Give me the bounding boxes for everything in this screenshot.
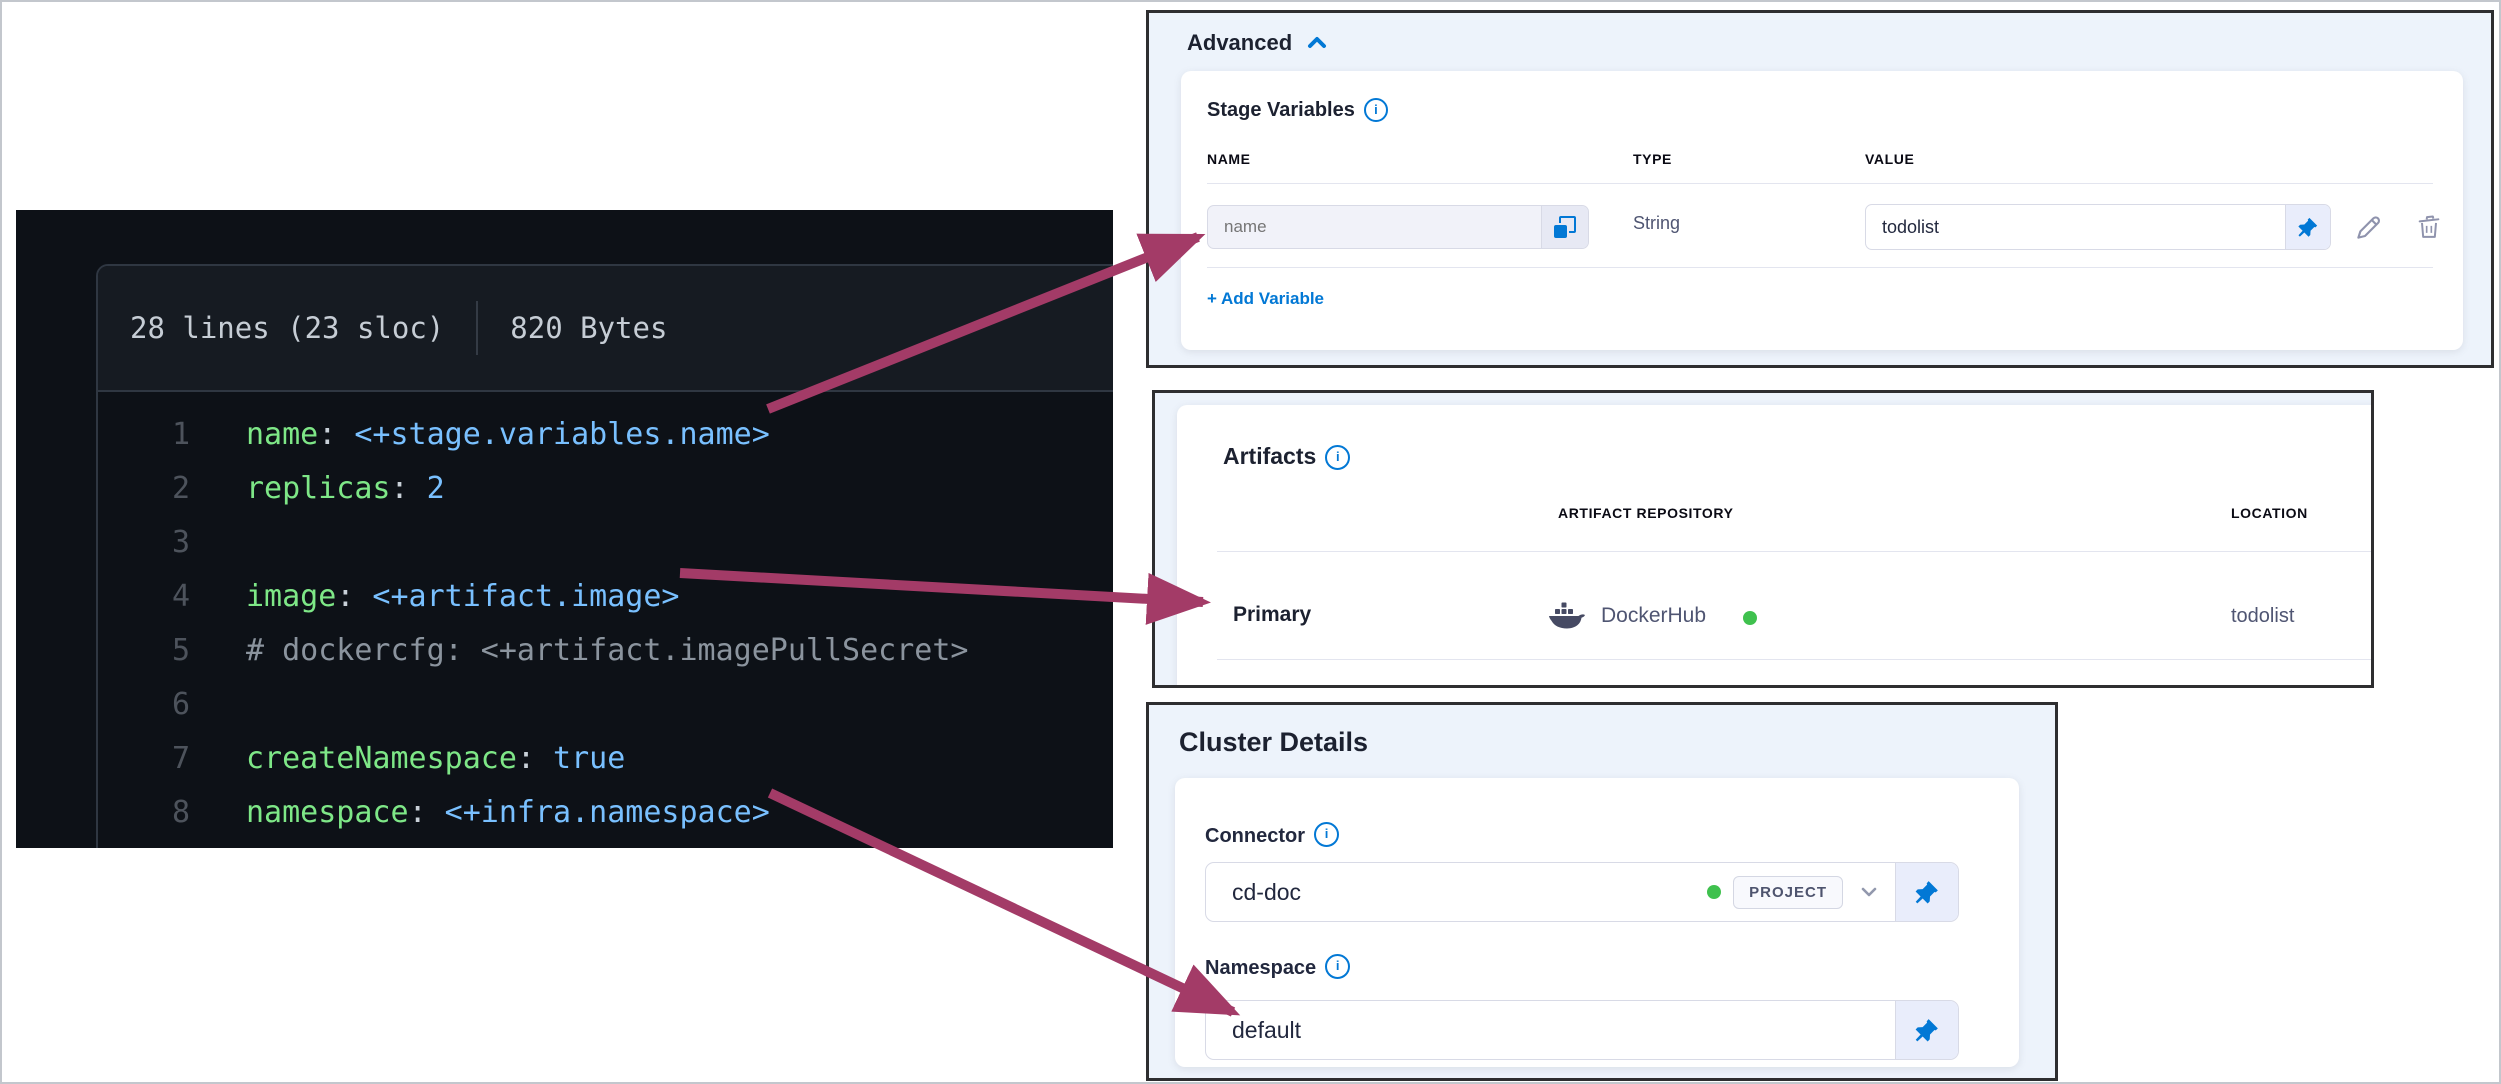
artifacts-title: Artifacts	[1223, 443, 1317, 469]
table-divider-top	[1207, 183, 2433, 184]
pencil-icon	[2357, 216, 2380, 239]
variable-value-input-group	[1865, 204, 2331, 250]
line-number: 7	[171, 741, 190, 776]
chevron-down-icon	[1861, 887, 1877, 897]
column-header-value: VALUE	[1865, 151, 1915, 167]
artifact-location: todolist	[2231, 605, 2295, 627]
code-lines: 1 name: <+stage.variables.name> 2 replicas:…	[98, 392, 1113, 848]
artifacts-card: Artifacts ARTIFACT REPOSITORY LOCATION P…	[1177, 405, 2371, 685]
pin-icon	[1915, 1019, 1938, 1042]
pin-icon	[1915, 881, 1938, 904]
code-line: 8 namespace: <+infra.namespace>	[98, 786, 1113, 840]
connector-label: Connector	[1205, 824, 1305, 847]
code-line: 7 createNamespace: true	[98, 732, 1113, 786]
column-header-type: TYPE	[1633, 151, 1672, 167]
namespace-input[interactable]	[1206, 1016, 1895, 1044]
line-content	[190, 840, 246, 848]
line-number: 6	[171, 687, 190, 722]
chevron-up-icon	[1308, 37, 1327, 48]
line-content: createNamespace: true	[246, 741, 626, 776]
trash-icon	[2418, 215, 2440, 238]
line-number: 4	[171, 579, 190, 614]
copy-icon	[1553, 215, 1577, 239]
copy-button[interactable]	[1541, 206, 1588, 248]
line-number: 9	[98, 840, 190, 848]
artifacts-divider-bottom	[1217, 659, 2371, 660]
docker-whale-icon	[1549, 602, 1585, 629]
stage-variables-info-icon[interactable]	[1363, 97, 1388, 122]
line-content: namespace: <+infra.namespace>	[246, 795, 770, 830]
artifacts-divider-top	[1217, 551, 2371, 552]
line-number: 8	[171, 795, 190, 830]
variable-type-text: String	[1633, 213, 1681, 233]
file-size-info: 820 Bytes	[510, 311, 668, 345]
advanced-title: Advanced	[1187, 30, 1293, 55]
line-content: name: <+stage.variables.name>	[246, 417, 770, 452]
pin-icon	[2298, 217, 2318, 237]
pin-button[interactable]	[2285, 205, 2330, 249]
delete-button[interactable]	[2411, 209, 2447, 245]
file-header: 28 lines (23 sloc) 820 Bytes	[98, 266, 1113, 392]
connector-input[interactable]	[1206, 878, 1704, 906]
file-lines-info: 28 lines (23 sloc)	[130, 311, 445, 345]
connector-status-dot	[1707, 885, 1722, 899]
column-header-artifact-repository: ARTIFACT REPOSITORY	[1558, 505, 1734, 521]
line-number: 5	[171, 633, 190, 668]
line-content: # dockercfg: <+artifact.imagePullSecret>	[246, 633, 969, 668]
code-viewer-panel: 28 lines (23 sloc) 820 Bytes 1 name: <+st…	[16, 210, 1113, 848]
namespace-input-group	[1205, 1000, 1959, 1060]
line-content	[190, 678, 246, 732]
code-line: 9	[98, 840, 1113, 848]
cluster-details-title: Cluster Details	[1179, 727, 1369, 757]
code-line: 4 image: <+artifact.image>	[98, 570, 1113, 624]
artifact-repository-name: DockerHub	[1601, 604, 1707, 627]
cluster-details-panel: Cluster Details Connector PROJECT	[1146, 702, 2058, 1081]
artifacts-info-icon[interactable]	[1325, 445, 1351, 471]
line-content: replicas: 2	[246, 471, 445, 506]
stage-variables-card: Stage Variables NAME TYPE VALUE String	[1181, 71, 2463, 350]
advanced-section-toggle[interactable]: Advanced	[1187, 30, 1330, 56]
header-divider	[476, 301, 479, 355]
line-number: 3	[171, 525, 190, 560]
column-header-location: LOCATION	[2231, 505, 2308, 521]
variable-value-input[interactable]	[1866, 216, 2285, 238]
line-content: image: <+artifact.image>	[246, 579, 680, 614]
cluster-details-card: Connector PROJECT Namespace	[1175, 778, 2019, 1067]
variable-name-input-group	[1207, 205, 1589, 249]
advanced-panel: Advanced Stage Variables NAME TYPE VALUE	[1146, 10, 2494, 368]
code-line: 1 name: <+stage.variables.name>	[98, 408, 1113, 462]
line-number: 1	[171, 417, 190, 452]
line-content	[190, 516, 246, 570]
connector-pin-button[interactable]	[1895, 863, 1958, 921]
connector-scope-badge[interactable]: PROJECT	[1733, 875, 1843, 909]
column-header-name: NAME	[1207, 151, 1251, 167]
file-box: 28 lines (23 sloc) 820 Bytes 1 name: <+st…	[96, 264, 1113, 848]
connector-info-icon[interactable]	[1314, 822, 1339, 847]
connector-dropdown-button[interactable]	[1843, 863, 1895, 921]
code-line: 3	[98, 516, 1113, 570]
namespace-info-icon[interactable]	[1325, 954, 1351, 979]
namespace-label: Namespace	[1205, 956, 1317, 979]
add-variable-link[interactable]: + Add Variable	[1207, 289, 1324, 308]
table-divider-bottom	[1207, 267, 2433, 268]
code-line: 2 replicas: 2	[98, 462, 1113, 516]
repository-status-dot	[1743, 611, 1757, 625]
namespace-pin-button[interactable]	[1895, 1001, 1958, 1059]
line-number: 2	[171, 471, 190, 506]
connector-input-group: PROJECT	[1205, 862, 1959, 922]
edit-button[interactable]	[2351, 209, 2387, 245]
code-line: 5 # dockercfg: <+artifact.imagePullSecret…	[98, 624, 1113, 678]
variable-name-input[interactable]	[1208, 217, 1541, 237]
stage-variables-label: Stage Variables	[1207, 99, 1355, 121]
code-line: 6	[98, 678, 1113, 732]
artifacts-panel: Artifacts ARTIFACT REPOSITORY LOCATION P…	[1152, 390, 2374, 688]
artifact-label: Primary	[1233, 603, 1312, 626]
